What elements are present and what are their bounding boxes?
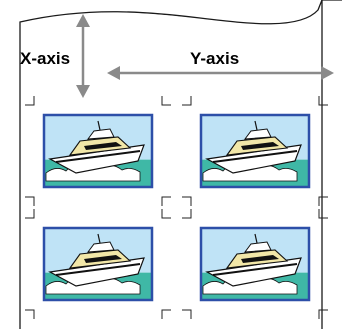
crop-mark bbox=[161, 196, 171, 206]
cabin-windows bbox=[84, 255, 122, 263]
crop-mark bbox=[25, 209, 35, 219]
photo-thumbnail bbox=[182, 96, 328, 206]
cabin-windows bbox=[84, 142, 122, 150]
flybridge-icon bbox=[86, 241, 115, 253]
crop-mark bbox=[182, 209, 192, 219]
crop-mark bbox=[182, 196, 192, 206]
photo-frame bbox=[199, 226, 311, 302]
crop-mark bbox=[182, 309, 192, 319]
vertical-spacing-arrow bbox=[76, 14, 90, 98]
antenna-icon bbox=[97, 120, 101, 131]
cabin-windows bbox=[241, 255, 279, 263]
horizontal-spacing-arrow bbox=[107, 66, 334, 80]
photo-frame bbox=[199, 113, 311, 189]
crop-mark bbox=[318, 96, 328, 106]
crop-mark bbox=[161, 96, 171, 106]
sheet-outline bbox=[19, 0, 342, 329]
hull-stripe bbox=[55, 150, 141, 163]
flybridge-icon bbox=[243, 241, 272, 253]
photo-thumbnail bbox=[25, 209, 171, 319]
crop-mark bbox=[25, 196, 35, 206]
hull-stripe bbox=[212, 263, 298, 276]
flybridge-icon bbox=[86, 128, 115, 140]
antenna-icon bbox=[97, 233, 101, 244]
photo-frame bbox=[42, 226, 154, 302]
flybridge-icon bbox=[243, 128, 272, 140]
thumbnail-grid bbox=[25, 96, 328, 319]
crop-mark bbox=[318, 309, 328, 319]
y-axis-label: Y-axis bbox=[190, 49, 240, 68]
crop-mark bbox=[161, 209, 171, 219]
x-axis-label: X-axis bbox=[20, 49, 71, 68]
crop-mark bbox=[318, 196, 328, 206]
crop-mark bbox=[318, 209, 328, 219]
crop-mark bbox=[161, 309, 171, 319]
photo-thumbnail bbox=[182, 209, 328, 319]
crop-mark bbox=[25, 96, 35, 106]
photo-thumbnail bbox=[25, 96, 171, 206]
hull-stripe bbox=[55, 263, 141, 276]
hull-stripe bbox=[212, 150, 298, 163]
crop-mark bbox=[25, 309, 35, 319]
antenna-icon bbox=[254, 233, 258, 244]
antenna-icon bbox=[254, 120, 258, 131]
crop-mark bbox=[182, 96, 192, 106]
cabin-windows bbox=[241, 142, 279, 150]
photo-frame bbox=[42, 113, 154, 189]
